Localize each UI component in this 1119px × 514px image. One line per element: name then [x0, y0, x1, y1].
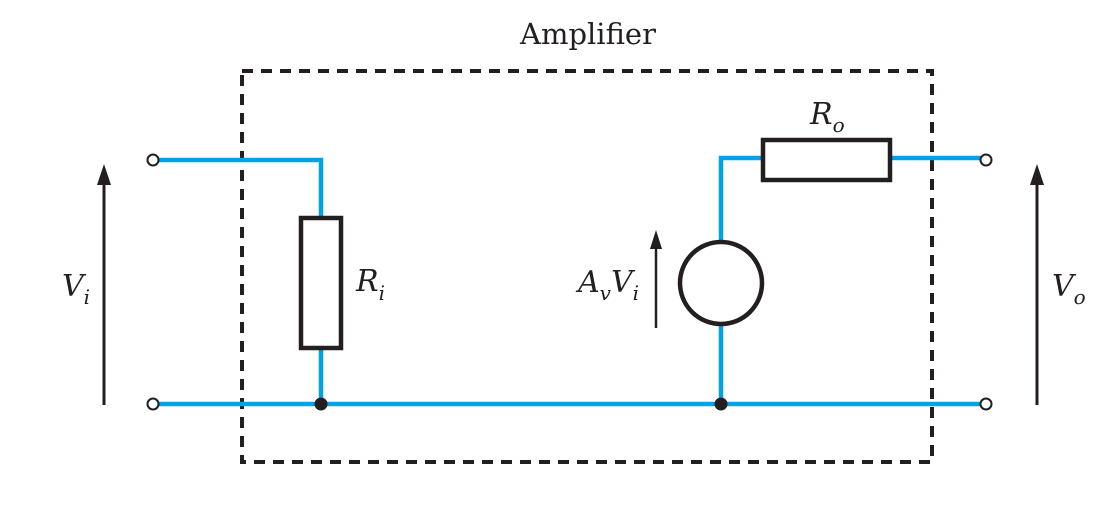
- amplifier-boundary: [240, 69, 934, 464]
- output-voltage-arrow-icon: [1030, 164, 1044, 405]
- junction-dot-left: [314, 397, 328, 411]
- source-voltage-arrow-icon: [650, 230, 662, 328]
- input-terminal-bottom: [146, 397, 160, 411]
- input-voltage-label: Vi: [62, 269, 90, 309]
- diagram-title: Amplifier: [519, 17, 656, 51]
- output-terminal-top: [979, 153, 993, 167]
- input-resistor: [298, 215, 344, 351]
- input-top-wire: [158, 157, 324, 218]
- source-top-wire: [718, 155, 763, 242]
- output-resistor-label: Ro: [809, 97, 845, 137]
- output-voltage-label: Vo: [1052, 269, 1086, 309]
- voltage-source: [677, 239, 765, 327]
- junction-dot-right: [714, 397, 728, 411]
- source-voltage-label: AvVi: [575, 265, 639, 305]
- input-voltage-arrow-icon: [97, 164, 111, 405]
- wires: [158, 155, 981, 407]
- output-terminal-bottom: [979, 397, 993, 411]
- input-resistor-label: Ri: [355, 264, 385, 305]
- input-terminal-top: [146, 153, 160, 167]
- output-resistor: [760, 137, 893, 183]
